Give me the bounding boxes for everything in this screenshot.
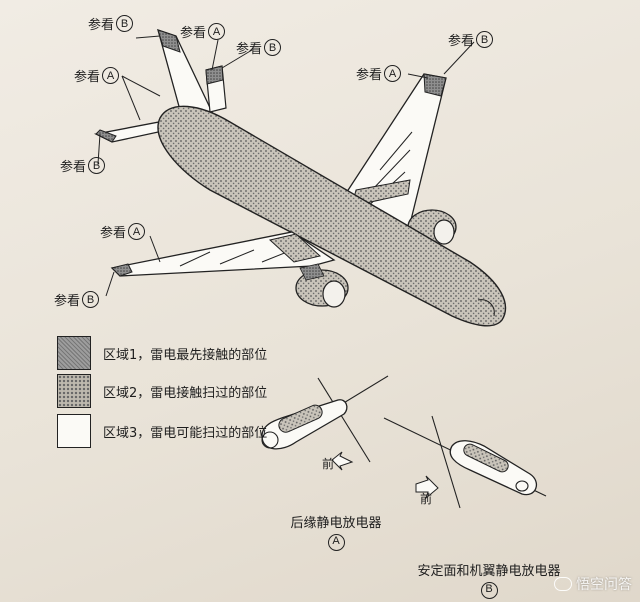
- legend-label: 区域2，雷电接触扫过的部位: [103, 385, 268, 401]
- detail-b-marker: B: [480, 582, 498, 599]
- callout-label: 参看: [100, 226, 127, 241]
- detail-a-direction-label: 前: [322, 457, 335, 471]
- callout-label: 参看: [74, 70, 101, 85]
- callout-marker-a: A: [384, 65, 402, 82]
- detail-a-caption: 后缘静电放电器 A: [276, 512, 396, 551]
- right-wing-trailing-band: [423, 73, 447, 97]
- callout-see-a-right-wing: 参看 A: [356, 64, 402, 83]
- chat-bubble-icon: [554, 577, 572, 591]
- callout-marker-a: A: [128, 223, 146, 240]
- legend-item-zone-3: 区域3，雷电可能扫过的部位: [57, 414, 267, 448]
- callout-marker-b: B: [88, 157, 106, 174]
- callout-label: 参看: [180, 26, 207, 41]
- callout-marker-a: A: [208, 23, 226, 40]
- detail-b-forward-arrow: [415, 475, 439, 500]
- legend-swatch-zone-3: [57, 414, 91, 448]
- callout-marker-b: B: [264, 39, 282, 56]
- detail-a-marker: A: [327, 534, 345, 551]
- detail-b-direction-label: 前: [420, 492, 433, 506]
- callout-see-b-stabilizer: 参看 B: [236, 38, 282, 57]
- callout-marker-b: B: [116, 15, 134, 32]
- legend-item-zone-1: 区域1，雷电最先接触的部位: [57, 336, 267, 370]
- detail-a-discharger: [261, 375, 389, 471]
- callout-see-a-left-wing: 参看 A: [100, 222, 146, 241]
- detail-b-caption-text: 安定面和机翼静电放电器: [417, 564, 561, 579]
- detail-a-forward-arrow: [331, 451, 354, 471]
- callout-see-a-tail: 参看 A: [180, 22, 226, 41]
- callout-label: 参看: [60, 160, 87, 175]
- legend-label: 区域3，雷电可能扫过的部位: [103, 425, 268, 441]
- watermark: 悟空问答: [554, 574, 632, 594]
- callout-label: 参看: [54, 294, 81, 309]
- callout-label: 参看: [448, 34, 475, 49]
- left-wing-root-band: [268, 233, 322, 263]
- callout-see-a-stabilizer: 参看 A: [74, 66, 120, 85]
- cockpit: [477, 299, 495, 317]
- detail-a-caption-text: 后缘静电放电器: [290, 516, 382, 531]
- legend-swatch-zone-2: [57, 374, 91, 408]
- callout-marker-b: B: [82, 291, 100, 308]
- detail-b-caption: 安定面和机翼静电放电器 B: [404, 560, 574, 599]
- callout-label: 参看: [88, 18, 115, 33]
- legend-swatch-zone-1: [57, 336, 91, 370]
- callout-see-b-tail-top: 参看 B: [88, 14, 134, 33]
- callout-see-b-left-wing: 参看 B: [54, 290, 100, 309]
- callout-label: 参看: [236, 42, 263, 57]
- callout-label: 参看: [356, 68, 383, 83]
- callout-see-b-right-wing: 参看 B: [448, 30, 494, 49]
- leader-lines: [97, 35, 475, 297]
- watermark-text: 悟空问答: [576, 577, 632, 593]
- fuselage: [157, 105, 507, 327]
- callout-see-b-left-stab: 参看 B: [60, 156, 106, 175]
- detail-b-discharger: [383, 415, 547, 509]
- legend-item-zone-2: 区域2，雷电接触扫过的部位: [57, 374, 267, 408]
- legend-label: 区域1，雷电最先接触的部位: [103, 347, 268, 363]
- callout-marker-a: A: [102, 67, 120, 84]
- callout-marker-b: B: [476, 31, 494, 48]
